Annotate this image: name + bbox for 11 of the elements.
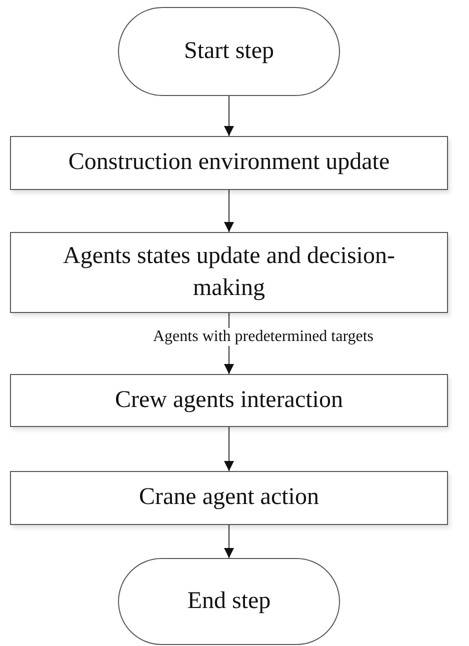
process-box: [10, 374, 448, 427]
node-text: Crane agent action: [138, 483, 320, 512]
node-text: End step: [186, 586, 272, 616]
node-text: Crew agents interaction: [114, 386, 344, 415]
process-box: [10, 232, 448, 313]
edge-label: Agents with predetermined targets: [153, 328, 374, 346]
process-box: [10, 471, 448, 525]
process-box: [10, 136, 448, 190]
node-text: Agents states update and decision-making: [62, 242, 396, 302]
node-text: Start step: [183, 36, 275, 66]
node-text: Construction environment update: [67, 148, 391, 178]
